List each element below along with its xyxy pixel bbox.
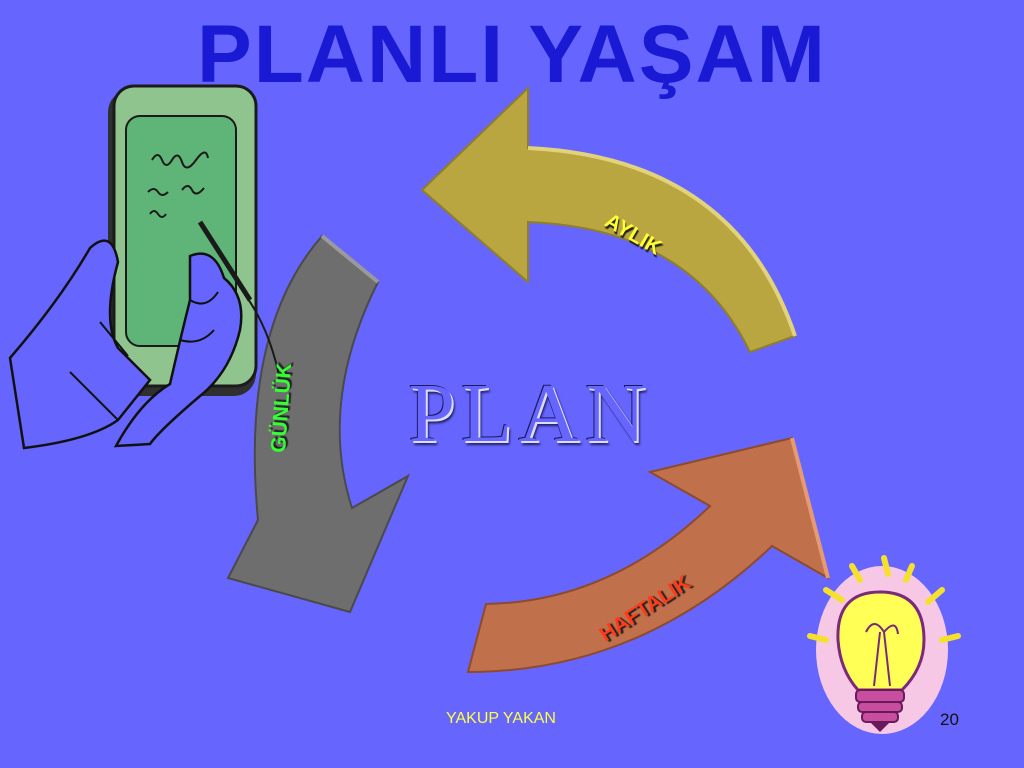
page-number: 20 [940, 710, 959, 729]
arrow-weekly [466, 436, 830, 674]
slide-title: PLANLI YAŞAM [197, 9, 827, 100]
light-bulb-icon [807, 555, 961, 734]
footer-author: YAKUP YAKAN [446, 710, 556, 727]
arrow-monthly [420, 85, 797, 354]
hands-writing-on-tablet-icon [8, 84, 281, 450]
center-word-plan: PLAN [408, 367, 652, 460]
arrow-daily [226, 234, 411, 614]
